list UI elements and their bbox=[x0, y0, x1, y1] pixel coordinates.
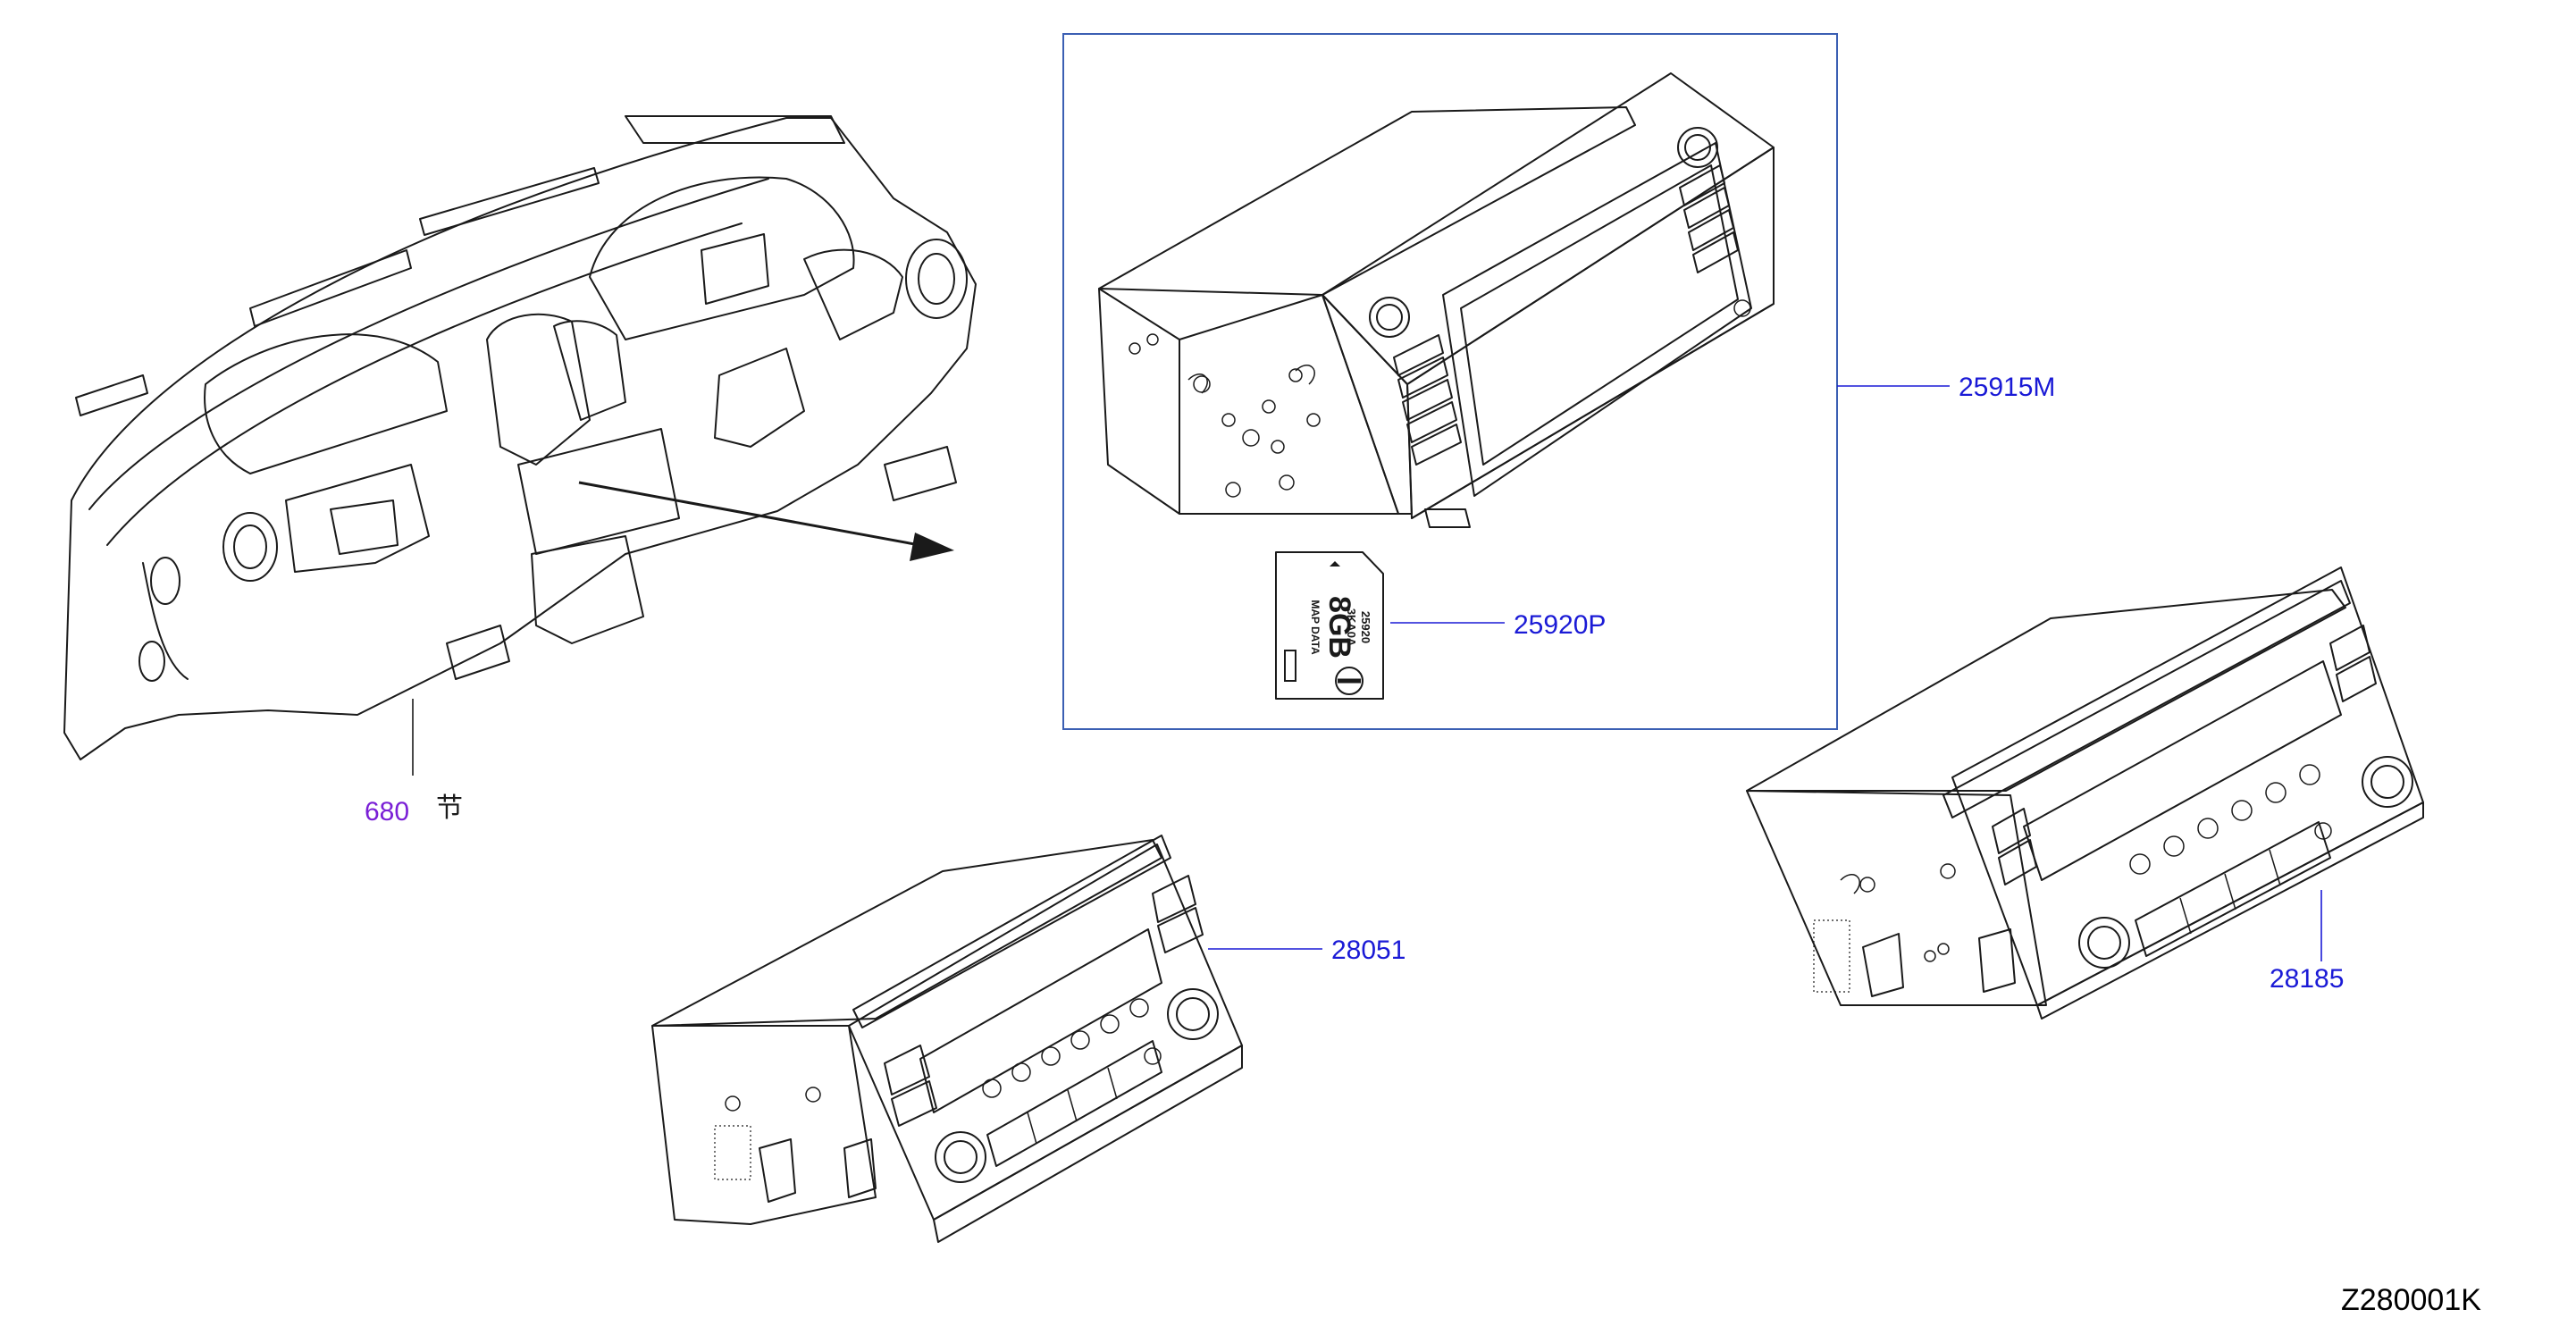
radio-unit-illustration bbox=[651, 835, 1243, 1243]
sd-line3-text: MAP DATA bbox=[1309, 600, 1322, 655]
sd-line2-text: 3KA0A bbox=[1345, 608, 1358, 647]
navigation-group-frame bbox=[1062, 33, 1838, 730]
part-label-sd-card[interactable]: 25920P bbox=[1514, 610, 1606, 640]
pointer-arrow bbox=[578, 481, 954, 561]
section-ref-glyph: 节 bbox=[436, 793, 463, 823]
section-ref-label[interactable]: 680 bbox=[365, 797, 409, 827]
part-label-radio-unit[interactable]: 28051 bbox=[1331, 936, 1405, 965]
sd-logo bbox=[1284, 650, 1296, 682]
sd-card-illustration: 8GB 25920 3KA0A MAP DATA bbox=[1275, 551, 1384, 700]
sd-line1-text: 25920 bbox=[1359, 611, 1372, 643]
navigation-unit-illustration bbox=[1098, 72, 1775, 528]
instrument-panel-illustration bbox=[63, 115, 977, 760]
part-label-audio-unit[interactable]: 28185 bbox=[2270, 964, 2344, 994]
leader-lines bbox=[412, 385, 2322, 961]
diagram-code: Z280001K bbox=[2341, 1283, 2481, 1317]
audio-unit-illustration bbox=[1746, 566, 2424, 1020]
brand-logo bbox=[1335, 667, 1364, 695]
part-label-navigation-unit[interactable]: 25915M bbox=[1959, 373, 2055, 402]
sd-capacity-text: 8GB bbox=[1322, 596, 1356, 659]
